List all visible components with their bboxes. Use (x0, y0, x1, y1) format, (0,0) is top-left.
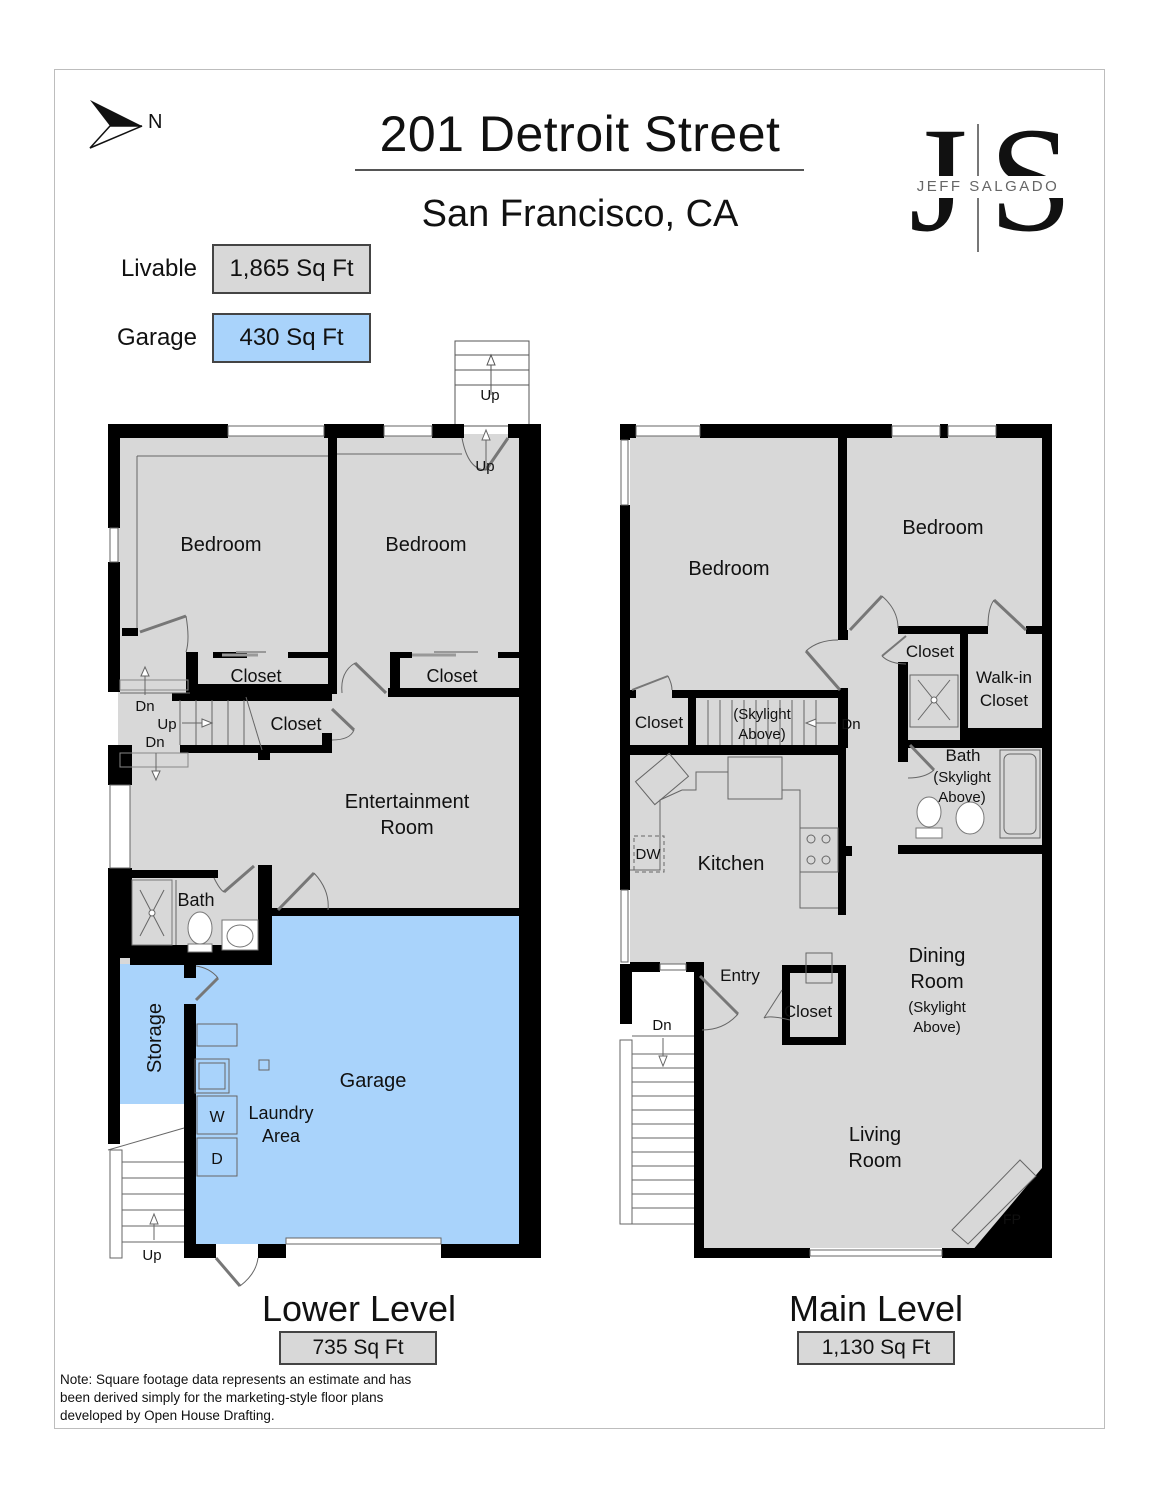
exterior-stair-up-label: Up (480, 387, 499, 404)
stair-skylight-label-1: (Skylight (733, 706, 791, 723)
lower-bedroom-2-label: Bedroom (385, 534, 466, 556)
main-level-plan: Bedroom Bedroom Closet Walk-in Closet Cl… (619, 424, 1052, 1258)
page-subtitle: San Francisco, CA (421, 193, 739, 235)
living-room-label-2: Room (848, 1150, 901, 1172)
lower-level-area-box: 735 Sq Ft (279, 1331, 437, 1365)
kitchen-label: Kitchen (698, 853, 765, 875)
entertainment-room-label-2: Room (380, 817, 433, 839)
entertainment-room-label-1: Entertainment (345, 791, 470, 813)
exterior-stair-top (454, 340, 530, 427)
side-stair-up-label: Up (142, 1247, 161, 1264)
main-level-area-box: 1,130 Sq Ft (797, 1331, 955, 1365)
lower-closet-3-label: Closet (270, 714, 321, 734)
lower-bedroom-1-label: Bedroom (180, 534, 261, 556)
dryer-label: D (211, 1151, 223, 1168)
agent-logo: J S JEFF SALGADO (905, 105, 1072, 258)
north-arrow-icon (89, 100, 143, 149)
garage-label: Garage (116, 324, 197, 351)
garage-room-label: Garage (340, 1070, 407, 1092)
walkin-closet-label-1: Walk-in (976, 668, 1032, 687)
door-stair-up-label: Up (475, 458, 494, 475)
stair-skylight-label-2: Above) (738, 726, 786, 743)
interior-stair-dn-label: Dn (135, 698, 154, 715)
lower-level-plan: Bedroom Bedroom Closet Closet Closet Ent… (107, 340, 541, 1287)
lower-level-title: Lower Level (261, 1288, 457, 1329)
main-bedroom-1-label: Bedroom (688, 558, 769, 580)
main-bedroom-2-label: Bedroom (902, 517, 983, 539)
main-level-title: Main Level (788, 1288, 964, 1329)
livable-label: Livable (120, 255, 197, 282)
main-stair-dn-label: Dn (841, 716, 860, 733)
dining-room-label-1: Dining (909, 945, 966, 967)
title-divider (355, 169, 804, 171)
interior-stair-up-label: Up (157, 716, 176, 733)
main-closet-2-label: Closet (635, 713, 683, 732)
garage-area-box: 430 Sq Ft (212, 313, 371, 363)
dining-skylight-label-2: Above) (913, 1019, 961, 1036)
bath-skylight-label-1: (Skylight (933, 769, 991, 786)
dining-room-label-2: Room (910, 971, 963, 993)
lower-closet-1-label: Closet (230, 666, 281, 686)
disclaimer-note: Note: Square footage data represents an … (60, 1372, 412, 1423)
laundry-label-1: Laundry (248, 1103, 313, 1123)
storage-label: Storage (144, 1003, 166, 1073)
compass-label: N (148, 111, 163, 133)
main-closet-1-label: Closet (906, 642, 954, 661)
laundry-label-2: Area (262, 1126, 301, 1146)
lower-bath-label: Bath (177, 890, 214, 910)
dining-skylight-label-1: (Skylight (908, 999, 966, 1016)
lower-closet-2-label: Closet (426, 666, 477, 686)
walkin-closet-label-2: Closet (980, 691, 1028, 710)
entry-label: Entry (720, 966, 760, 985)
dishwasher-label: DW (636, 846, 662, 863)
fireplace-label: FP (1003, 1211, 1021, 1227)
entry-closet-label: Closet (784, 1002, 832, 1021)
main-bath-label: Bath (946, 746, 981, 765)
washer-label: W (209, 1109, 225, 1126)
page-title: 201 Detroit Street (379, 106, 781, 162)
page-frame (54, 69, 1105, 1429)
bath-skylight-label-2: Above) (938, 789, 986, 806)
entry-stair-dn-label: Dn (652, 1017, 671, 1034)
logo-name: JEFF SALGADO (913, 176, 1063, 198)
interior-stair-dn2-label: Dn (145, 734, 164, 751)
living-room-label-1: Living (849, 1124, 901, 1146)
livable-area-box: 1,865 Sq Ft (212, 244, 371, 294)
